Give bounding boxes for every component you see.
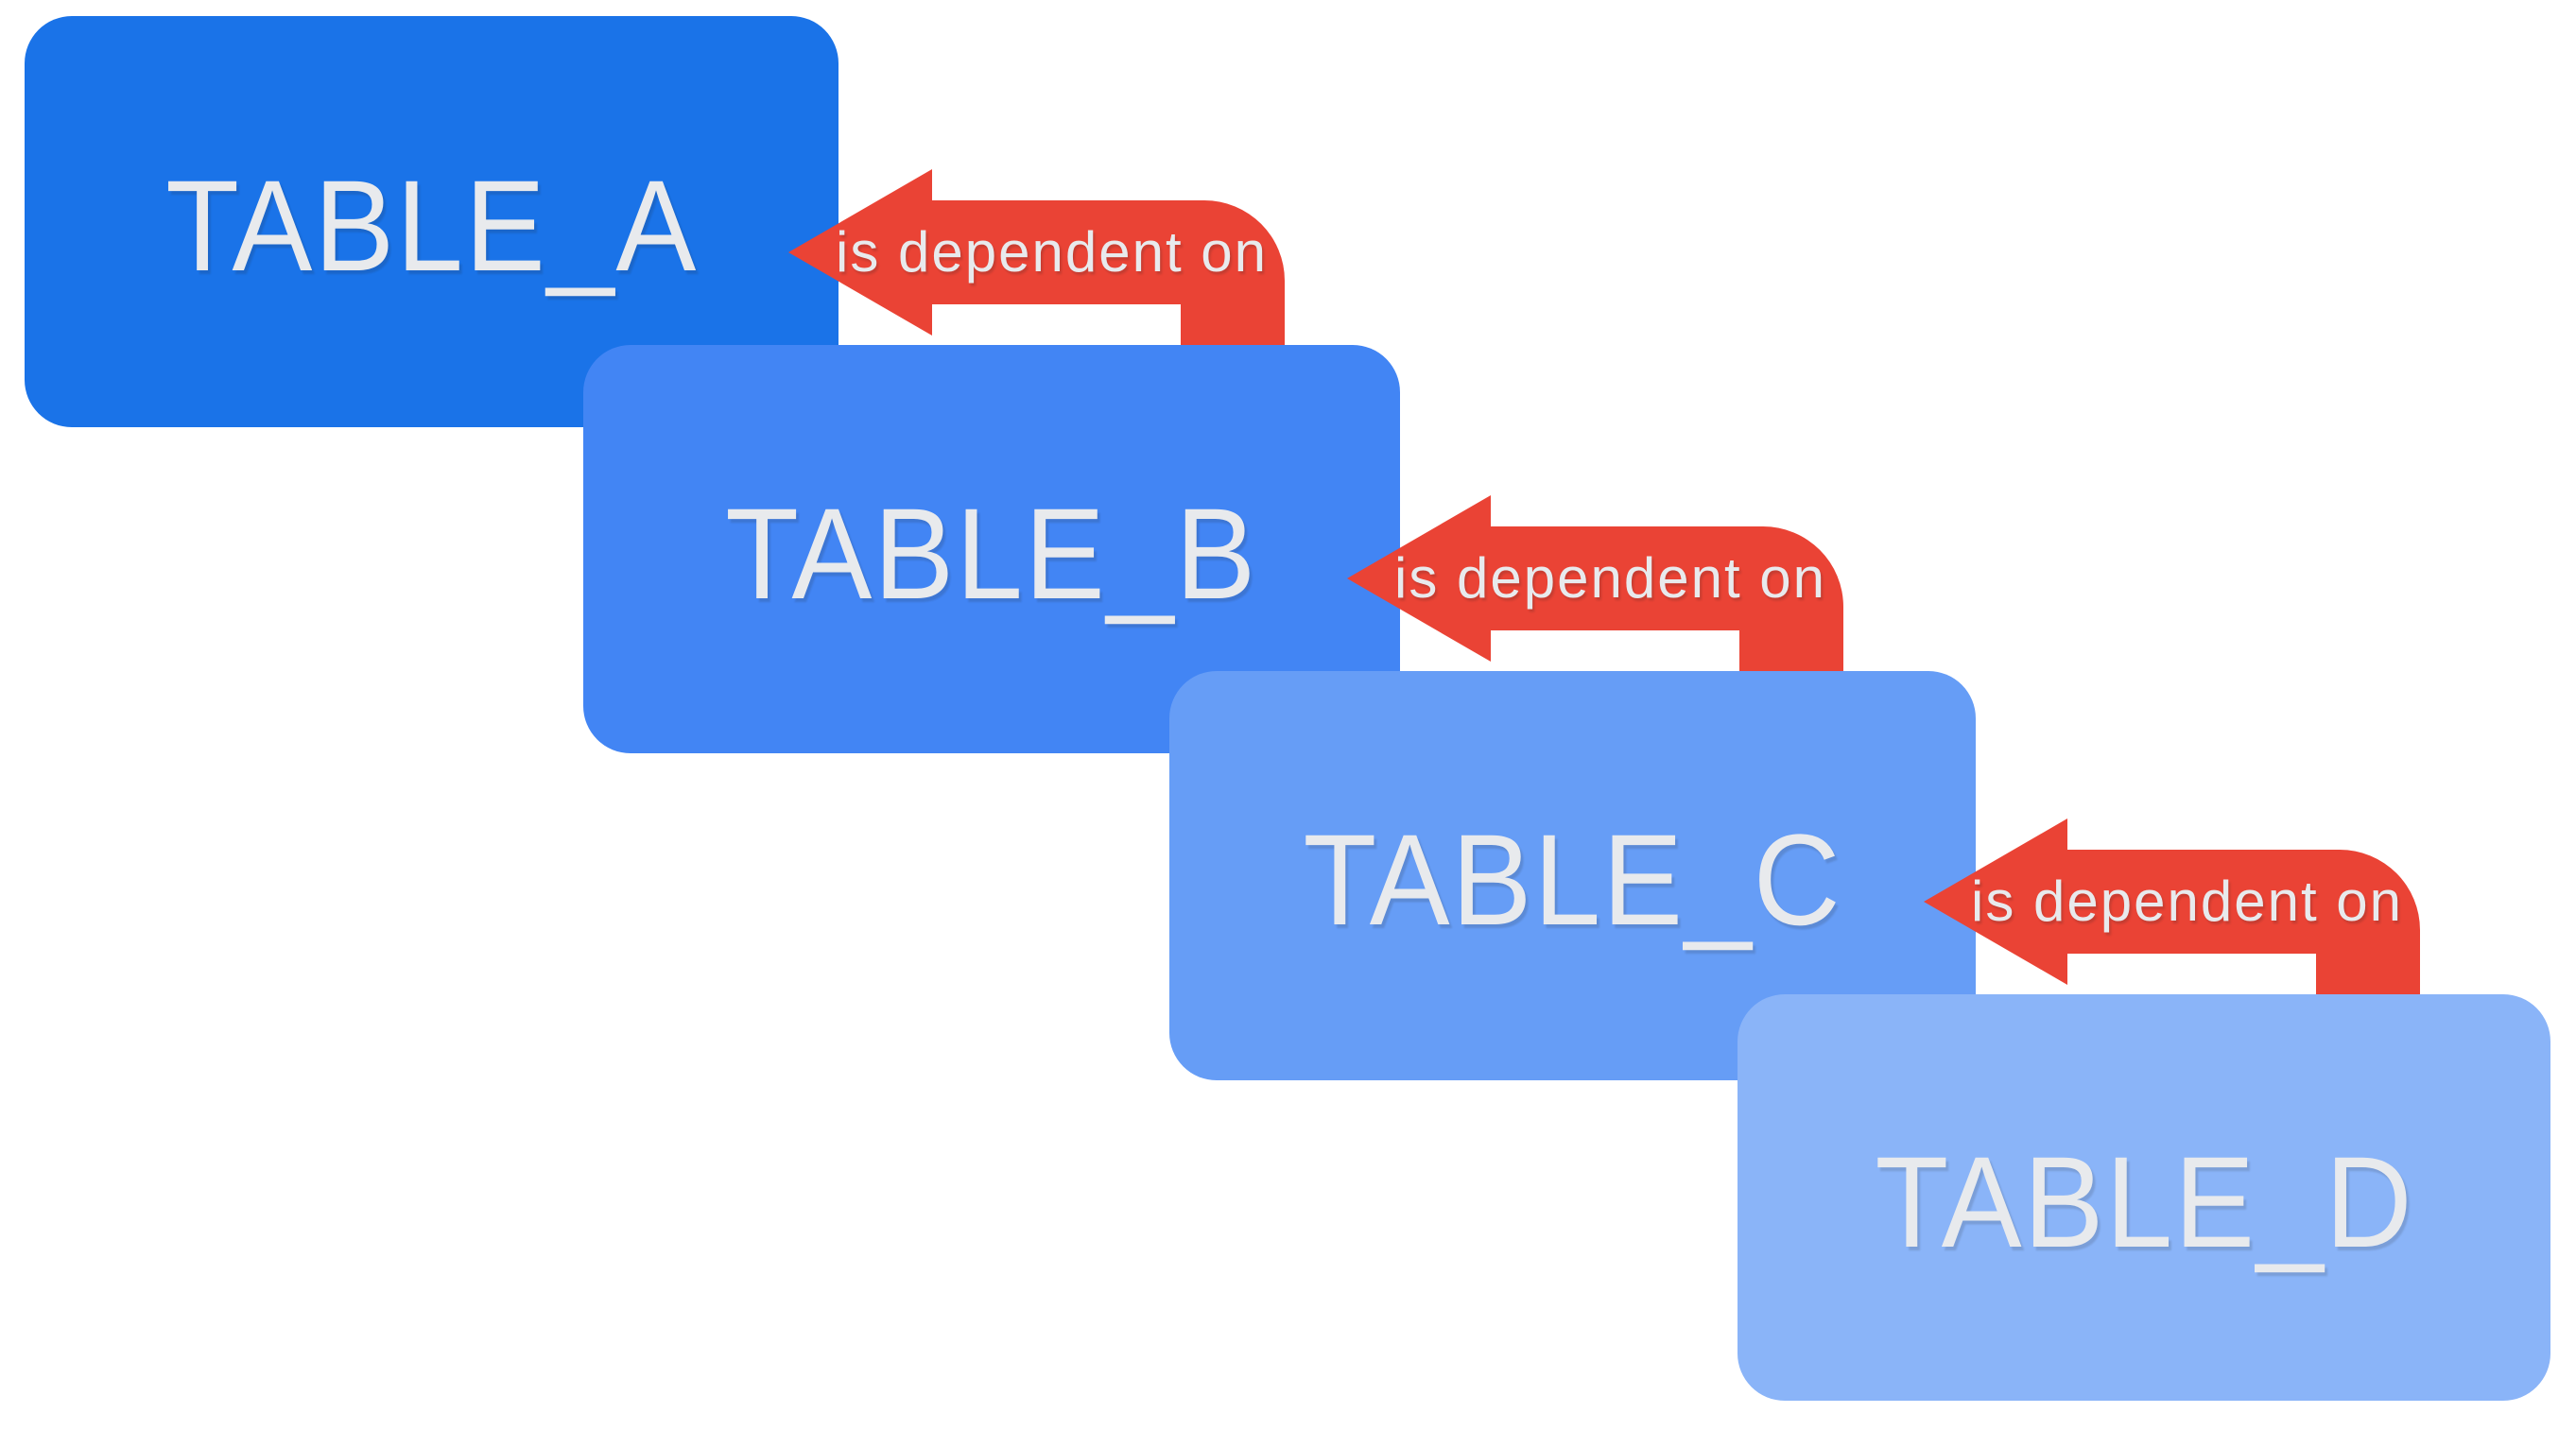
left-arrow-icon [788, 169, 1285, 345]
table-a-box: TABLE_A [25, 16, 838, 427]
left-arrow-shape [1924, 818, 2420, 994]
dependency-arrow-label: is dependent on [1394, 546, 1827, 610]
table-d-label: TABLE_D [1874, 1129, 2414, 1275]
dependency-arrow-label: is dependent on [836, 220, 1269, 284]
table-b-label: TABLE_B [725, 481, 1258, 627]
table-d-box: TABLE_D [1738, 994, 2550, 1401]
dependency-arrow-b-to-a: is dependent on [788, 169, 1285, 345]
dependency-arrow-c-to-b: is dependent on [1347, 495, 1843, 671]
left-arrow-icon [1347, 495, 1843, 671]
dependency-arrow-label: is dependent on [1971, 870, 2404, 933]
left-arrow-icon [1924, 818, 2420, 994]
dependency-arrow-d-to-c: is dependent on [1924, 818, 2420, 994]
left-arrow-shape [1347, 495, 1843, 671]
table-c-label: TABLE_C [1303, 808, 1842, 953]
table-a-label: TABLE_A [164, 154, 699, 299]
left-arrow-shape [788, 169, 1285, 345]
